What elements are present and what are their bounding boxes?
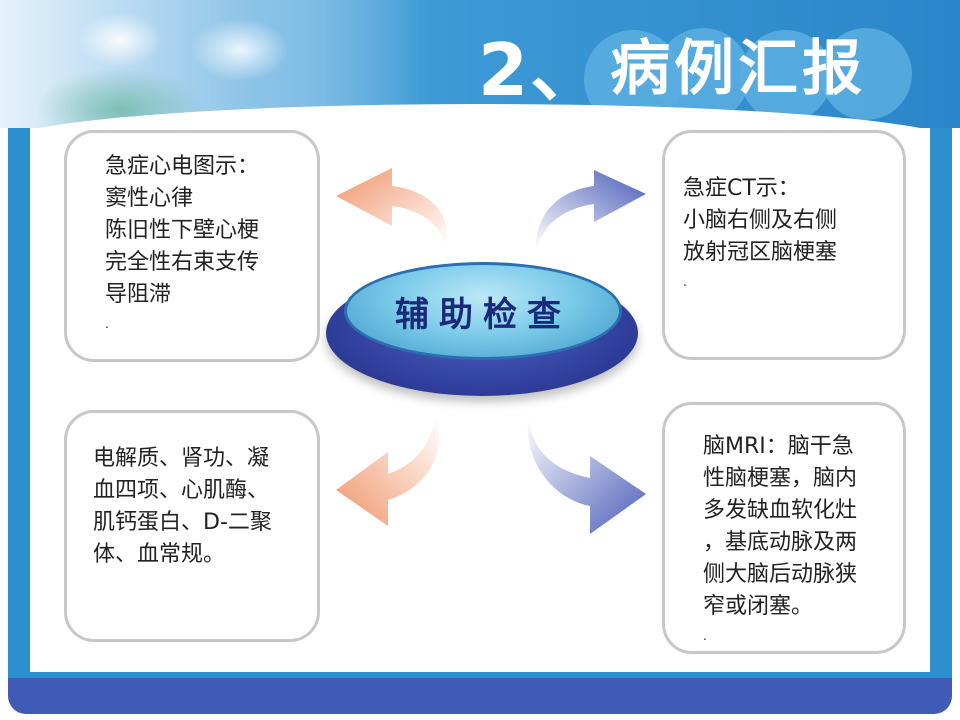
title-text: 病例汇报 <box>610 33 867 104</box>
box-line: 完全性右束支传 <box>105 250 260 275</box>
box-line: 急症CT示： <box>683 176 800 201</box>
box-line: 体、血常规。 <box>93 542 226 567</box>
box-line: 脑MRI：脑干急 <box>703 434 854 459</box>
box-labs: 电解质、肾功、凝 血四项、心肌酶、 肌钙蛋白、D-二聚 体、血常规。 <box>64 410 320 642</box>
arrow-bottom-right <box>527 416 646 534</box>
box-dot: . <box>105 317 109 331</box>
title-number: 2、 <box>478 27 605 112</box>
center-disc <box>344 262 622 360</box>
header-banner: 2、 病例汇报 <box>0 0 960 128</box>
footer-bar <box>8 678 952 714</box>
arrow-top-left <box>336 168 447 246</box>
box-line: 小脑右侧及右侧 <box>683 208 838 233</box>
box-line: 电解质、肾功、凝 <box>93 446 270 471</box>
box-line: 放射冠区脑梗塞 <box>683 240 838 265</box>
box-line: ，基底动脉及两 <box>703 530 858 555</box>
box-dot: . <box>683 275 687 289</box>
box-line: 窦性心律 <box>105 186 194 211</box>
box-ct: 急症CT示： 小脑右侧及右侧 放射冠区脑梗塞 . <box>662 130 906 360</box>
box-line: 多发缺血软化灶 <box>703 498 858 523</box>
box-ecg: 急症心电图示： 窦性心律 陈旧性下壁心梗 完全性右束支传 导阻滞 . <box>64 130 320 362</box>
arrow-top-right <box>535 170 646 250</box>
footer-line <box>8 672 952 680</box>
header-circle <box>740 30 832 122</box>
header-circle <box>820 28 912 120</box>
box-line: 性脑梗塞，脑内 <box>703 466 858 491</box>
box-line: 侧大脑后动脉狭 <box>703 562 858 587</box>
frame-left <box>8 128 30 688</box>
box-line: 导阻滞 <box>105 282 172 307</box>
arrow-bottom-left <box>336 416 439 526</box>
box-line: 陈旧性下壁心梗 <box>105 218 260 243</box>
box-line: 肌钙蛋白、D-二聚 <box>93 510 272 535</box>
box-line: 急症心电图示： <box>105 154 260 179</box>
center-label: 辅助检查 <box>395 294 571 335</box>
box-line: 血四项、心肌酶、 <box>93 478 270 503</box>
slide-title: 2、 病例汇报 <box>478 18 867 112</box>
frame-right <box>930 128 952 688</box>
box-dot: . <box>703 629 707 643</box>
box-mri: 脑MRI：脑干急 性脑梗塞，脑内 多发缺血软化灶 ，基底动脉及两 侧大脑后动脉狭… <box>662 402 906 654</box>
box-line: 窄或闭塞。 <box>703 594 814 619</box>
